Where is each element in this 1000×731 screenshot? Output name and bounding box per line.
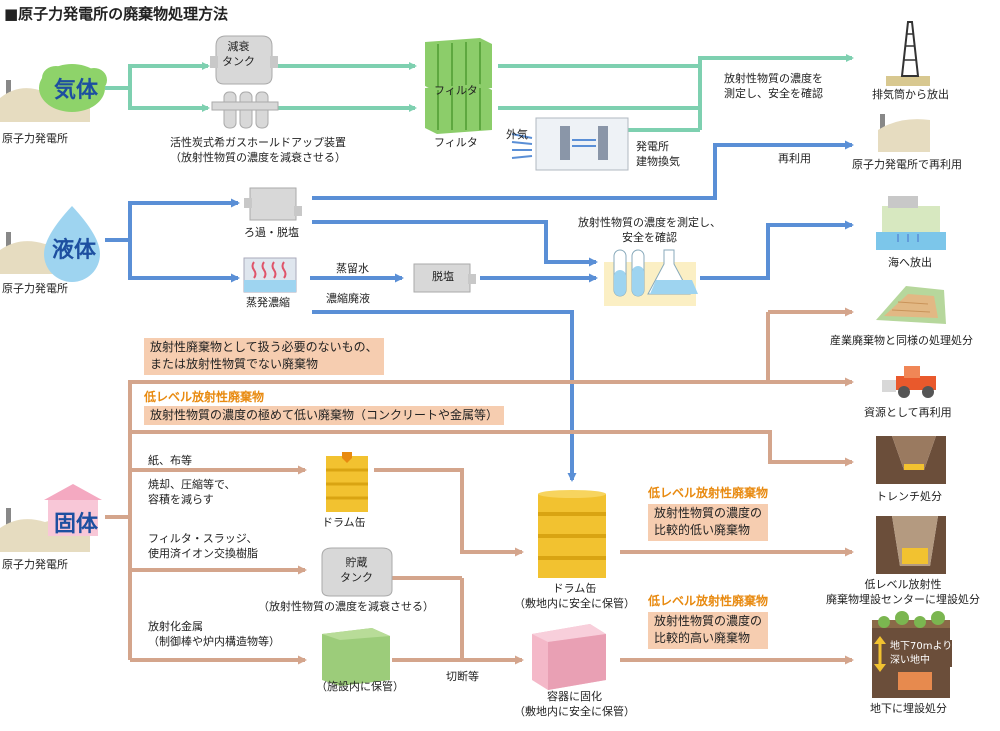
low-level-title: 低レベル放射性廃棄物 (144, 390, 265, 404)
liquid-measure-note: 放射性物質の濃度を測定し、 安全を確認 (578, 216, 721, 244)
reuse-plant-icon (878, 114, 930, 152)
large-drum-icon (538, 490, 606, 578)
outside-air-label: 外気 (506, 128, 528, 141)
distilled-water-label: 蒸留水 (336, 262, 369, 275)
reuse-destination-label: 原子力発電所で再利用 (852, 158, 962, 171)
filtration-label: ろ過・脱塩 (244, 226, 299, 239)
solid-flow-lines (105, 307, 854, 665)
charcoal-holdup-icon (211, 91, 279, 129)
liquid-source-label: 液体 (52, 238, 97, 263)
filter-sludge-label: フィルタ・スラッジ、 使用済イオン交換樹脂 (148, 532, 258, 560)
page-title: ■原子力発電所の廃棄物処理方法 (4, 5, 229, 23)
charcoal-holdup-label: 活性炭式希ガスホールドアップ装置 （放射性物質の濃度を減衰させる） (170, 136, 346, 164)
industrial-disposal-icon (876, 286, 946, 324)
building-vent-label: 発電所 建物換気 (636, 140, 680, 168)
stack-icon (886, 21, 930, 86)
plant-icon-liquid (0, 206, 100, 282)
decay-tank-label: 減衰 タンク (222, 40, 255, 68)
solid-plant-label: 原子力発電所 (2, 558, 68, 571)
industrial-disposal-label: 産業廃棄物と同様の処理処分 (830, 334, 973, 347)
sea-discharge-icon (876, 196, 946, 250)
plant-icon-gas (0, 64, 107, 122)
gas-plant-label: 原子力発電所 (2, 132, 68, 145)
relatively-low-title: 低レベル放射性廃棄物 (648, 486, 769, 500)
filter-icon-1 (425, 38, 492, 92)
paper-label: 紙、布等 (148, 454, 192, 467)
underground-label: 地下に埋設処分 (870, 702, 947, 715)
filtration-icon (244, 187, 302, 221)
very-low-desc-box: 放射性物質の濃度の極めて低い廃棄物（コンクリートや金属等） (144, 406, 505, 426)
recycle-bulldozer-icon (882, 366, 936, 398)
non-radioactive-box: 放射性廃棄物として扱う必要のないもの、 または放射性物質でない廃棄物 (144, 338, 384, 375)
relatively-high-title: 低レベル放射性廃棄物 (648, 594, 769, 608)
gas-measure-note: 放射性物質の濃度を 測定し、安全を確認 (724, 72, 823, 100)
decay-tank-icon (210, 35, 278, 85)
stack-label: 排気筒から放出 (872, 88, 949, 101)
small-drum-label: ドラム缶 (322, 516, 366, 529)
evaporation-label: 蒸発濃縮 (246, 296, 290, 309)
solidified-container-icon (532, 624, 606, 690)
solid-source-label: 固体 (54, 512, 99, 537)
incinerate-label: 焼却、圧縮等で、 容積を減らす (148, 478, 236, 506)
ventilation-icon (511, 117, 629, 171)
relatively-high-desc: 放射性物質の濃度の 比較的高い廃棄物 (648, 612, 769, 649)
demineralize-label: 脱塩 (432, 270, 454, 283)
liquid-flow-lines (105, 140, 854, 482)
recycle-label: 資源として再利用 (864, 406, 952, 419)
facility-storage-icon (322, 628, 390, 686)
evaporator-icon (243, 257, 297, 293)
filter-label-2: フィルタ (434, 136, 478, 149)
trench-label: トレンチ処分 (876, 490, 942, 503)
lab-measure-icon (604, 249, 698, 306)
concentrate-label: 濃縮廃液 (326, 292, 370, 305)
activated-metal-label: 放射化金属 （制御棒や炉内構造物等） (148, 620, 280, 648)
liquid-plant-label: 原子力発電所 (2, 282, 68, 295)
storage-tank-label: 貯蔵 タンク (340, 556, 373, 584)
filter-icon-2 (425, 84, 492, 134)
sea-discharge-label: 海へ放出 (888, 256, 932, 269)
trench-icon (876, 436, 946, 484)
filter-label-1: フィルタ (434, 84, 478, 97)
reuse-label: 再利用 (778, 152, 811, 165)
gas-flow-lines (105, 54, 854, 132)
gas-source-label: 気体 (54, 78, 99, 103)
container-label: 容器に固化 （敷地内に安全に保管） (514, 690, 635, 718)
plant-icon-solid (0, 484, 102, 552)
storage-note: （放射性物質の濃度を減衰させる） (258, 600, 434, 613)
facility-storage-label: （施設内に保管） (316, 680, 404, 693)
demineralizer-icon (413, 263, 476, 293)
small-drum-icon (326, 452, 368, 512)
storage-tank-icon (321, 547, 393, 597)
cutting-label: 切断等 (446, 670, 479, 683)
burial-center-label: 低レベル放射性 廃棄物埋設センターに埋設処分 (826, 578, 980, 606)
relatively-low-desc: 放射性物質の濃度の 比較的低い廃棄物 (648, 504, 769, 541)
underground-depth-label: 地下70mより 深い地中 (890, 640, 953, 667)
large-drum-label: ドラム缶 （敷地内に安全に保管） (514, 582, 635, 610)
burial-center-icon (876, 516, 946, 574)
